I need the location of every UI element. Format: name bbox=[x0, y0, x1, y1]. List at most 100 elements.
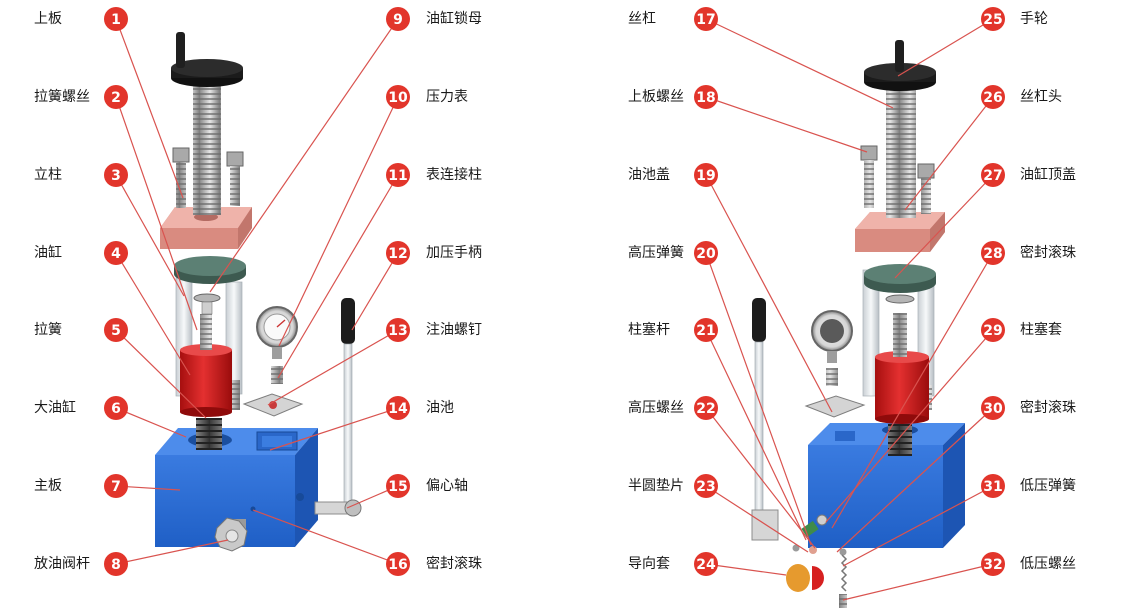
part-marker-20: 20 bbox=[694, 241, 718, 265]
leader-line-21 bbox=[705, 329, 807, 541]
part-marker-9: 9 bbox=[386, 7, 410, 31]
pressure-handle-right bbox=[751, 298, 779, 541]
marker-circle bbox=[694, 7, 718, 31]
part-label-18: 上板螺丝 bbox=[628, 89, 684, 105]
leader-line-12 bbox=[351, 252, 399, 331]
marker-number: 11 bbox=[388, 168, 407, 184]
leader-line-30 bbox=[836, 407, 994, 553]
marker-circle bbox=[386, 474, 410, 498]
pressure-handle-left bbox=[314, 298, 362, 517]
marker-number: 3 bbox=[111, 168, 121, 184]
part-label-20: 高压弹簧 bbox=[628, 245, 684, 261]
leader-line-17 bbox=[705, 18, 894, 109]
leader-line-25 bbox=[897, 18, 994, 77]
marker-number: 9 bbox=[393, 12, 403, 28]
marker-circle bbox=[386, 85, 410, 109]
marker-number: 1 bbox=[111, 12, 121, 28]
marker-circle bbox=[981, 241, 1005, 265]
marker-number: 15 bbox=[388, 479, 407, 495]
leader-line-31 bbox=[842, 485, 994, 567]
part-label-15: 偏心轴 bbox=[426, 478, 468, 494]
part-marker-30: 30 bbox=[981, 396, 1005, 420]
leader-line-10 bbox=[278, 96, 399, 347]
marker-circle bbox=[694, 241, 718, 265]
part-label-31: 低压弹簧 bbox=[1020, 478, 1076, 494]
part-label-11: 表连接柱 bbox=[426, 167, 482, 183]
marker-number: 31 bbox=[983, 479, 1002, 495]
leader-line-22 bbox=[705, 407, 816, 549]
part-marker-27: 27 bbox=[981, 163, 1005, 187]
marker-circle bbox=[386, 163, 410, 187]
marker-number: 32 bbox=[983, 557, 1002, 573]
leader-line-23 bbox=[705, 485, 809, 553]
lead-screw-right bbox=[886, 90, 916, 218]
part-label-10: 压力表 bbox=[426, 89, 468, 105]
part-label-4: 油缸 bbox=[34, 245, 62, 261]
leader-line-6 bbox=[115, 407, 187, 438]
leader-line-13 bbox=[267, 329, 399, 406]
hand-wheel-right bbox=[864, 40, 936, 91]
marker-circle bbox=[104, 163, 128, 187]
leader-line-11 bbox=[277, 174, 399, 379]
marker-number: 27 bbox=[983, 168, 1002, 184]
marker-circle bbox=[694, 85, 718, 109]
part-marker-14: 14 bbox=[386, 396, 410, 420]
marker-circle bbox=[694, 552, 718, 576]
part-label-5: 拉簧 bbox=[34, 322, 62, 338]
part-marker-11: 11 bbox=[386, 163, 410, 187]
red-cylinder-right bbox=[875, 351, 929, 424]
part-marker-18: 18 bbox=[694, 85, 718, 109]
guide-sleeve bbox=[786, 564, 810, 592]
marker-number: 23 bbox=[696, 479, 715, 495]
part-label-22: 高压螺丝 bbox=[628, 400, 684, 416]
part-label-16: 密封滚珠 bbox=[426, 556, 482, 572]
part-label-26: 丝杠头 bbox=[1020, 89, 1062, 105]
cylinder-cap-left bbox=[174, 256, 246, 284]
marker-circle bbox=[104, 85, 128, 109]
leader-line-14 bbox=[269, 407, 399, 451]
part-label-19: 油池盖 bbox=[628, 167, 670, 183]
leader-line-1 bbox=[115, 18, 184, 199]
marker-circle bbox=[104, 241, 128, 265]
marker-circle bbox=[694, 474, 718, 498]
part-label-21: 柱塞杆 bbox=[628, 322, 670, 338]
marker-circle bbox=[104, 474, 128, 498]
part-marker-22: 22 bbox=[694, 396, 718, 420]
part-marker-7: 7 bbox=[104, 474, 128, 498]
part-marker-23: 23 bbox=[694, 474, 718, 498]
half-washer bbox=[812, 566, 824, 590]
part-label-32: 低压螺丝 bbox=[1020, 556, 1076, 572]
marker-number: 5 bbox=[111, 323, 121, 339]
marker-circle bbox=[104, 7, 128, 31]
leader-line-27 bbox=[894, 174, 994, 279]
number-markers: 1234567891011121314151617181920212223242… bbox=[104, 7, 1005, 576]
part-marker-32: 32 bbox=[981, 552, 1005, 576]
leader-line-20 bbox=[705, 252, 812, 546]
part-marker-28: 28 bbox=[981, 241, 1005, 265]
big-cylinder-spring-right bbox=[888, 424, 912, 456]
marker-circle bbox=[386, 318, 410, 342]
marker-circle bbox=[981, 474, 1005, 498]
part-label-14: 油池 bbox=[426, 400, 454, 416]
part-marker-8: 8 bbox=[104, 552, 128, 576]
marker-circle bbox=[386, 396, 410, 420]
part-label-12: 加压手柄 bbox=[426, 245, 482, 261]
marker-circle bbox=[104, 396, 128, 420]
cylinder-screw-left bbox=[200, 314, 212, 350]
part-label-27: 油缸顶盖 bbox=[1020, 167, 1076, 183]
marker-number: 17 bbox=[696, 12, 715, 28]
marker-number: 13 bbox=[388, 323, 407, 339]
marker-number: 10 bbox=[388, 90, 408, 106]
part-label-3: 立柱 bbox=[34, 167, 62, 183]
marker-circle bbox=[386, 7, 410, 31]
marker-number: 28 bbox=[983, 246, 1002, 262]
cylinder-nut-left bbox=[193, 293, 221, 303]
leader-line-16 bbox=[252, 509, 399, 565]
marker-number: 7 bbox=[111, 479, 121, 495]
part-label-17: 丝杠 bbox=[628, 11, 656, 27]
marker-circle bbox=[981, 85, 1005, 109]
part-marker-6: 6 bbox=[104, 396, 128, 420]
part-marker-26: 26 bbox=[981, 85, 1005, 109]
